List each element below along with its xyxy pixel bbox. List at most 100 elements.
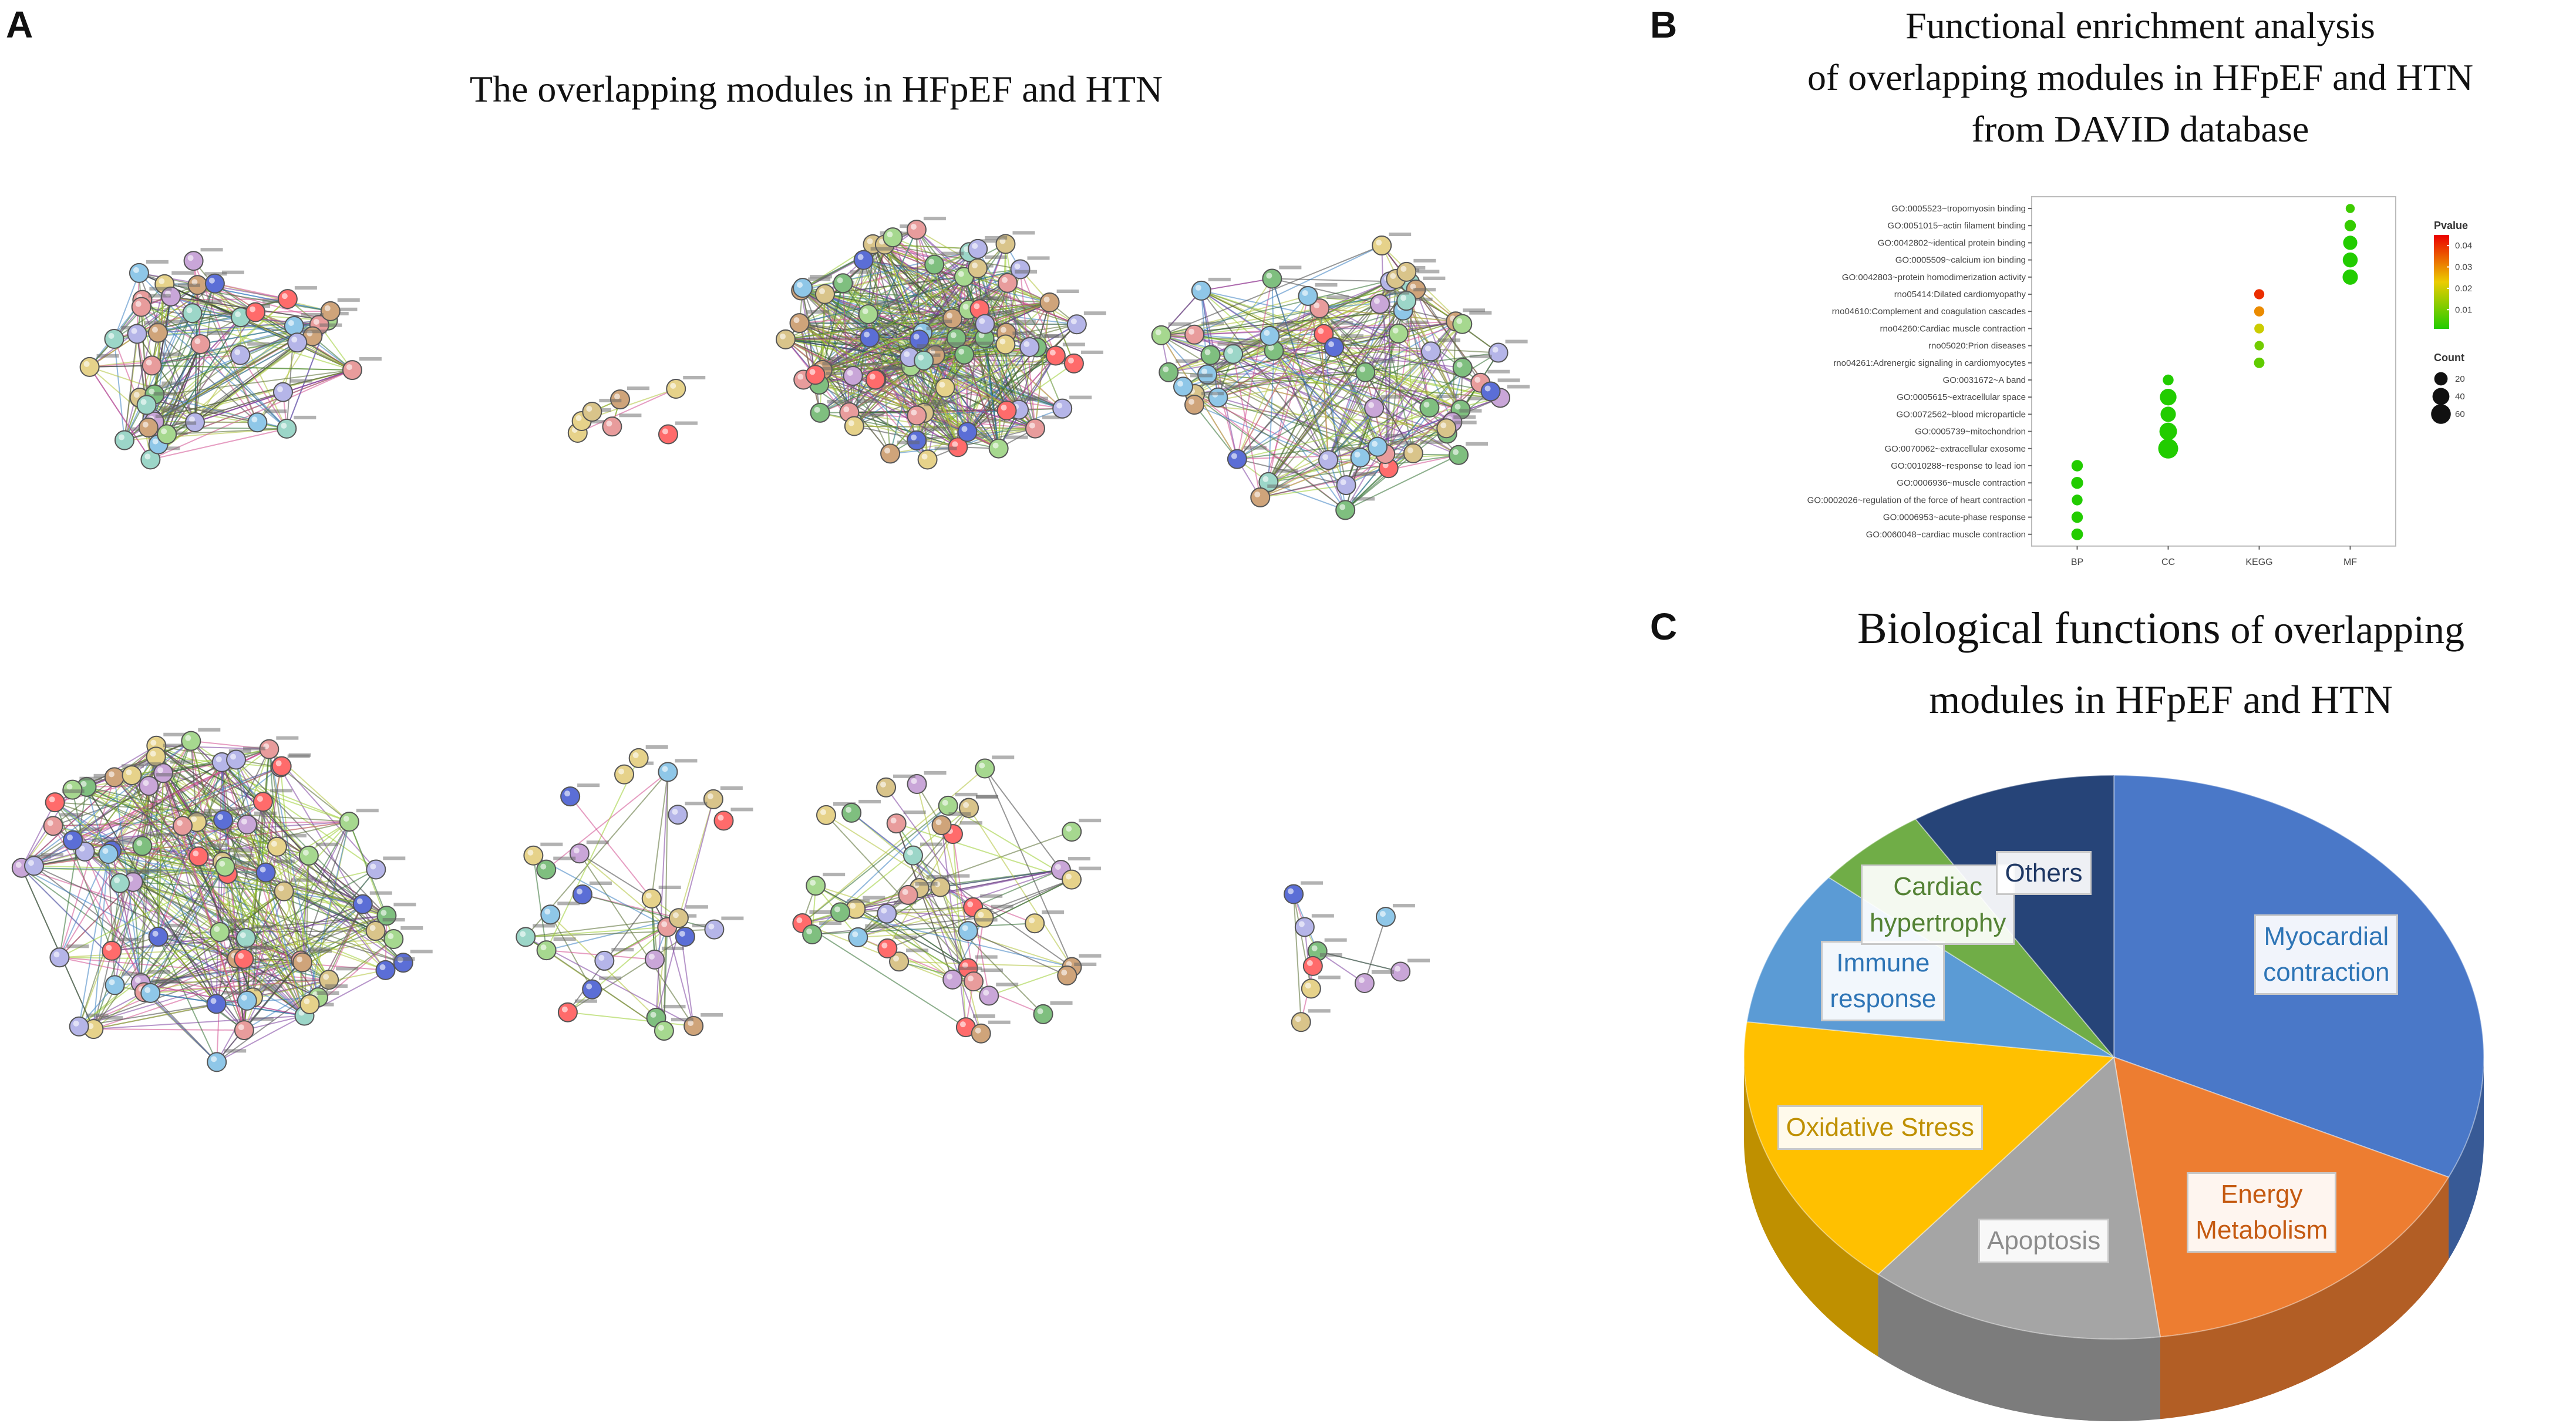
network-node-label	[1217, 342, 1240, 346]
network-node-highlight	[1177, 381, 1183, 387]
panel-c-title-big: Biological functions	[1857, 604, 2221, 653]
network-node	[375, 960, 396, 980]
network-node	[1324, 337, 1345, 358]
network-edge	[1236, 278, 1273, 459]
network-node-label	[1487, 369, 1510, 374]
network-node-label	[730, 808, 753, 812]
network-node-label	[1080, 350, 1103, 354]
network-edge	[114, 776, 247, 938]
network-node-highlight	[1474, 376, 1481, 383]
network-node-highlight	[304, 998, 310, 1004]
network-node-label	[1042, 415, 1065, 419]
network-node-highlight	[152, 930, 159, 937]
network-node-highlight	[979, 762, 985, 769]
network-node-label	[356, 809, 379, 813]
network-node-label	[540, 842, 563, 846]
network-node-highlight	[142, 421, 149, 428]
network-edge	[300, 821, 350, 961]
y-tick-label: GO:0005509~calcium ion binding	[1895, 255, 2026, 265]
network-node-label	[1392, 440, 1415, 445]
network-node-highlight	[1395, 966, 1401, 972]
network-edge	[863, 259, 953, 319]
network-node-label	[1027, 256, 1050, 260]
network-node-highlight	[961, 426, 968, 432]
network-node	[237, 814, 257, 835]
network-node-highlight	[1311, 945, 1318, 951]
network-node-label	[1420, 440, 1443, 444]
network-node-label	[276, 736, 299, 740]
network-node-highlight	[999, 238, 1006, 244]
network-node-highlight	[959, 1021, 966, 1028]
network-node-highlight	[814, 406, 820, 413]
network-node-label	[66, 944, 89, 948]
network-node	[516, 927, 536, 947]
network-edge	[243, 915, 387, 960]
network-node-label	[980, 894, 1003, 898]
network-node-highlight	[540, 944, 547, 951]
network-node-highlight	[281, 422, 287, 429]
network-node-label	[1341, 334, 1364, 338]
network-edge	[1237, 372, 1366, 460]
network-node-highlight	[288, 319, 294, 326]
network-node-highlight	[210, 998, 217, 1004]
network-node	[1364, 398, 1385, 418]
network-module-4	[1151, 233, 1530, 520]
network-node-label	[86, 1013, 109, 1017]
network-node-highlight	[972, 243, 978, 249]
network-node-label	[41, 853, 63, 857]
network-node-highlight	[1456, 318, 1463, 324]
network-node-label	[675, 421, 698, 425]
network-node-label	[671, 1018, 693, 1022]
network-edge	[1194, 323, 1463, 406]
panel-c-letter: C	[1650, 605, 1678, 648]
network-node	[1151, 325, 1171, 345]
network-node	[853, 250, 874, 270]
network-node	[1294, 917, 1315, 937]
network-node-highlight	[911, 409, 917, 416]
network-node-highlight	[881, 942, 888, 948]
network-edge	[968, 930, 1068, 976]
network-node-highlight	[819, 288, 825, 294]
network-node	[173, 816, 193, 836]
network-node-label	[369, 891, 392, 895]
network-node-highlight	[1322, 454, 1329, 460]
network-edge	[1194, 321, 1456, 406]
network-node-label	[920, 842, 942, 846]
network-node	[352, 894, 373, 914]
network-node	[703, 789, 723, 809]
network-node	[1369, 294, 1390, 314]
network-node-label	[1079, 819, 1102, 823]
pie-side-wall	[1744, 1057, 1878, 1357]
network-node-highlight	[586, 406, 592, 412]
network-node-highlight	[1268, 345, 1274, 351]
network-node-label	[847, 899, 870, 903]
network-node-highlight	[1392, 327, 1399, 334]
dot-point	[2163, 374, 2174, 386]
network-node	[880, 443, 901, 464]
network-node-label	[1062, 342, 1085, 347]
network-node-highlight	[793, 317, 800, 324]
network-node-highlight	[586, 983, 592, 990]
network-node-label	[942, 342, 965, 346]
network-node-label	[1381, 395, 1404, 399]
network-node-label	[1392, 904, 1415, 908]
network-node-label	[1497, 378, 1520, 382]
network-node-label	[833, 802, 856, 806]
network-node	[903, 845, 923, 866]
network-edge	[567, 1011, 694, 1027]
network-edge	[785, 337, 870, 340]
network-edge	[163, 772, 305, 1017]
network-node-label	[1413, 258, 1436, 263]
network-node	[1173, 376, 1193, 397]
network-node	[136, 395, 157, 415]
network-node	[841, 802, 862, 823]
network-node	[43, 816, 63, 836]
pie-label-line: response	[1830, 984, 1937, 1014]
network-node-label	[62, 789, 85, 793]
network-edge	[190, 741, 198, 822]
network-module-8	[1284, 881, 1430, 1032]
network-edge	[802, 287, 850, 413]
network-node	[998, 273, 1018, 293]
network-edge	[141, 306, 313, 337]
network-node-highlight	[114, 877, 120, 883]
